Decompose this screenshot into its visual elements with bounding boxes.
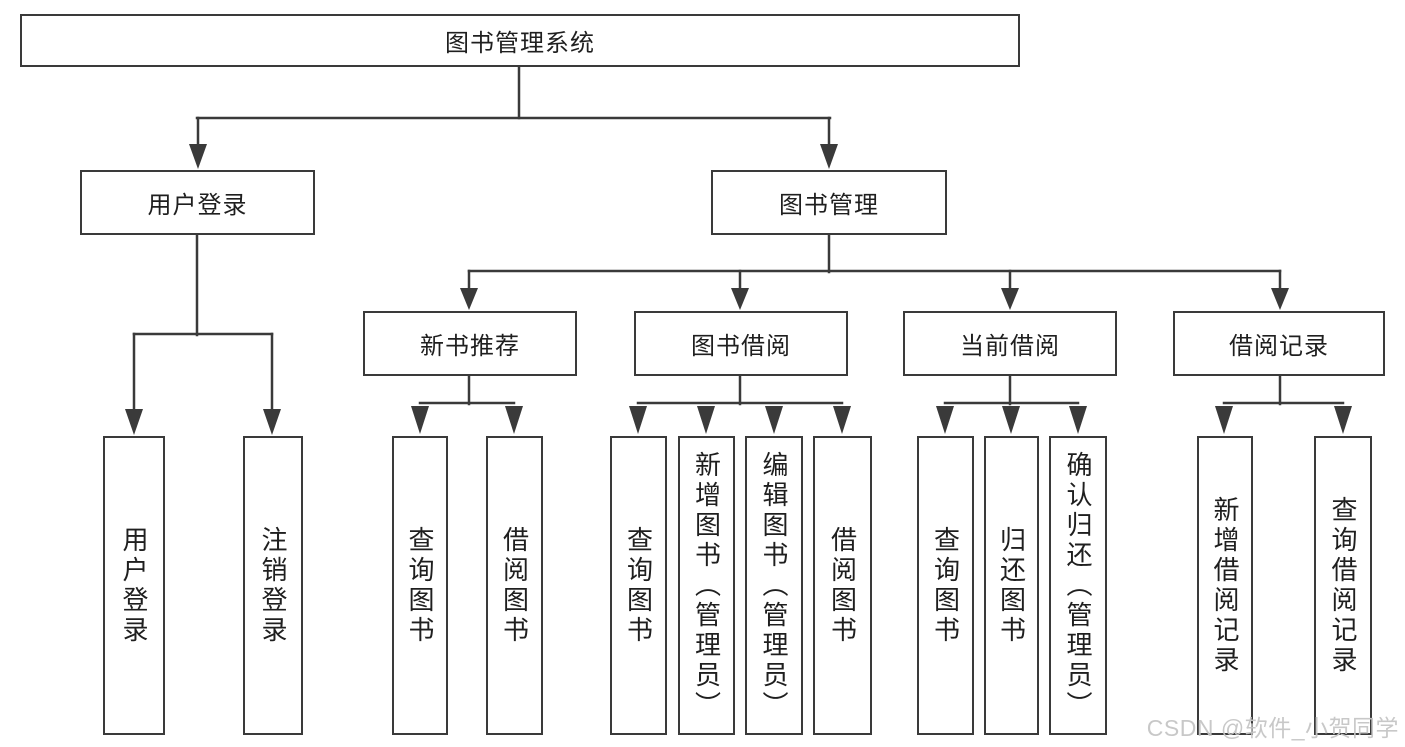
arrowhead	[1002, 406, 1020, 434]
arrowhead	[936, 406, 954, 434]
arrowhead	[1215, 406, 1233, 434]
arrowhead	[411, 406, 429, 434]
arrowhead	[820, 144, 838, 169]
arrowhead	[1334, 406, 1352, 434]
arrowhead	[1069, 406, 1087, 434]
arrowhead	[460, 288, 478, 310]
leaf-edit-book-admin: 编辑图书（管理员）	[745, 436, 803, 735]
node-user-login: 用户登录	[80, 170, 315, 235]
arrowhead	[125, 409, 143, 435]
node-borrow-records: 借阅记录	[1173, 311, 1385, 376]
node-new-book-recommend: 新书推荐	[363, 311, 577, 376]
arrowhead	[189, 144, 207, 169]
leaf-confirm-return-admin: 确认归还（管理员）	[1049, 436, 1107, 735]
node-root: 图书管理系统	[20, 14, 1020, 67]
leaf-add-borrow-record: 新增借阅记录	[1197, 436, 1253, 735]
arrowhead	[263, 409, 281, 435]
node-book-management: 图书管理	[711, 170, 947, 235]
arrowhead	[731, 288, 749, 310]
leaf-add-book-admin: 新增图书（管理员）	[678, 436, 735, 735]
leaf-borrow-books-recommend: 借阅图书	[486, 436, 543, 735]
arrowhead	[629, 406, 647, 434]
leaf-query-books-current: 查询图书	[917, 436, 974, 735]
arrowhead	[833, 406, 851, 434]
arrowhead	[1001, 288, 1019, 310]
arrowhead	[505, 406, 523, 434]
connector-lines	[132, 64, 1345, 411]
arrowhead	[1271, 288, 1289, 310]
leaf-logout: 注销登录	[243, 436, 303, 735]
leaf-user-login: 用户登录	[103, 436, 165, 735]
watermark: CSDN @软件_小贺同学	[1146, 715, 1399, 741]
leaf-return-books: 归还图书	[984, 436, 1039, 735]
arrowheads	[125, 144, 1352, 435]
leaf-query-borrow-record: 查询借阅记录	[1314, 436, 1372, 735]
node-current-borrow: 当前借阅	[903, 311, 1117, 376]
leaf-query-books-borrow: 查询图书	[610, 436, 667, 735]
leaf-borrow-books: 借阅图书	[813, 436, 872, 735]
arrowhead	[697, 406, 715, 434]
node-book-borrow: 图书借阅	[634, 311, 848, 376]
leaf-query-books-recommend: 查询图书	[392, 436, 448, 735]
arrowhead	[765, 406, 783, 434]
